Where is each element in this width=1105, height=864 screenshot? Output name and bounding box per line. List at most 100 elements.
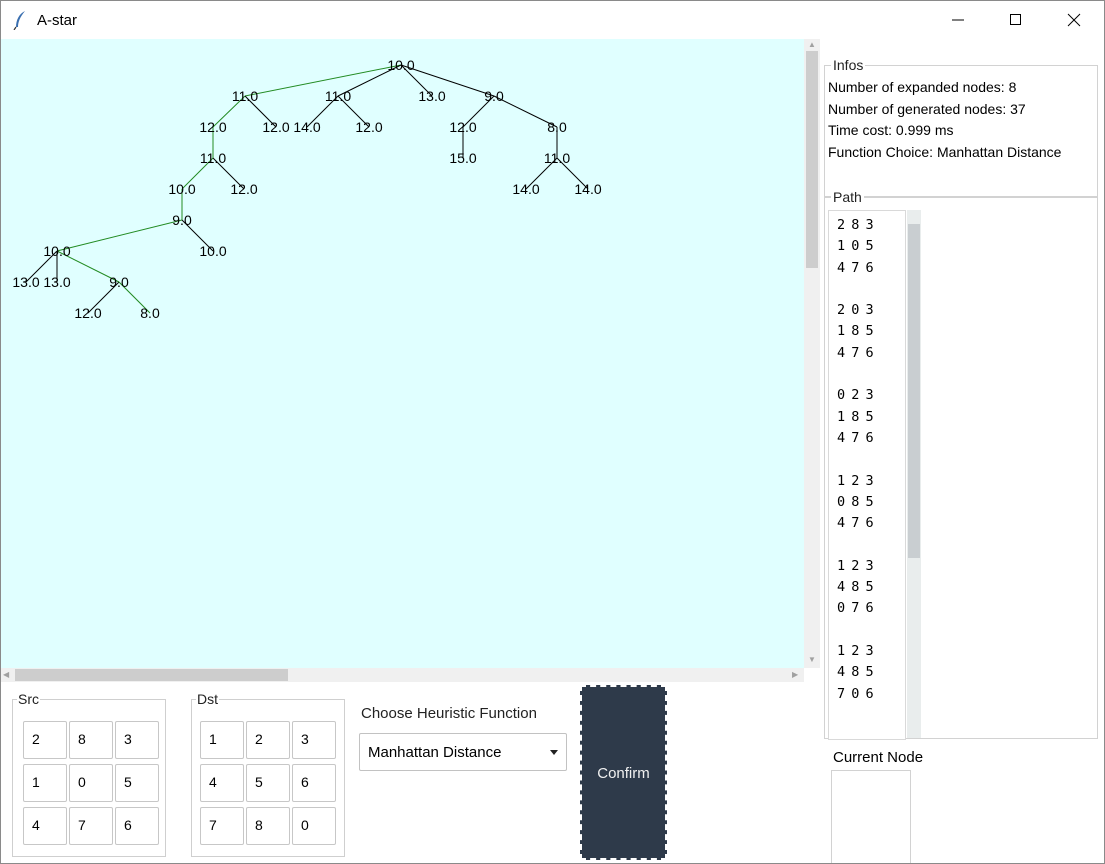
- src-cell[interactable]: 7: [69, 807, 113, 845]
- dst-cell[interactable]: 7: [200, 807, 244, 845]
- cell-value: 2: [32, 731, 40, 747]
- confirm-button[interactable]: Confirm: [580, 685, 667, 860]
- tree-edge: [400, 64, 495, 97]
- tree-edge: [87, 281, 120, 314]
- feather-icon: [13, 11, 25, 30]
- tree-node: 12.0: [449, 119, 476, 135]
- maximize-button[interactable]: [987, 1, 1045, 39]
- scrollbar-thumb[interactable]: [908, 224, 920, 558]
- heuristic-select[interactable]: Manhattan Distance: [359, 733, 567, 771]
- tree-node: 14.0: [512, 181, 539, 197]
- cell-value: 8: [255, 817, 263, 833]
- path-group: Path 2 8 3 1 0 5 4 7 6 2 0 3 1 8 5 4 7 6…: [824, 189, 1098, 740]
- tree-edge: [337, 95, 370, 128]
- src-legend: Src: [17, 691, 40, 707]
- cell-value: 0: [78, 774, 86, 790]
- tree-node: 14.0: [574, 181, 601, 197]
- tree-edge: [306, 95, 339, 128]
- tree-edge-path: [181, 157, 214, 190]
- src-cell[interactable]: 6: [115, 807, 159, 845]
- cell-value: 1: [32, 774, 40, 790]
- cell-value: 7: [78, 817, 86, 833]
- src-cell[interactable]: 4: [23, 807, 67, 845]
- function-choice-text: Function Choice: Manhattan Distance: [828, 144, 1062, 160]
- dst-cell[interactable]: 6: [292, 764, 336, 802]
- bottom-controls: Src 2 8 3 1 0 5 4 7 6 Dst 1 2 3 4 5 6 7 …: [1, 682, 821, 862]
- title-bar: A-star: [1, 1, 1104, 39]
- tree-node: 13.0: [418, 88, 445, 104]
- tree-edge-path: [212, 95, 246, 128]
- tree-edge: [493, 95, 558, 128]
- cell-value: 0: [301, 817, 309, 833]
- tree-node: 12.0: [262, 119, 289, 135]
- tree-edge-path: [56, 219, 183, 252]
- tree-edges: [25, 64, 589, 314]
- tree-edge: [212, 157, 245, 190]
- dst-cell[interactable]: 3: [292, 721, 336, 759]
- close-icon: [1067, 13, 1081, 27]
- scroll-right-icon[interactable]: ▶: [792, 670, 799, 679]
- dst-cell[interactable]: 0: [292, 807, 336, 845]
- path-scrollbar[interactable]: [907, 210, 921, 738]
- right-panel: Infos Number of expanded nodes: 8 Number…: [821, 39, 1103, 863]
- tree-node: 10.0: [387, 57, 414, 73]
- cell-value: 8: [78, 731, 86, 747]
- dst-cell[interactable]: 8: [246, 807, 290, 845]
- tree-node: 10.0: [199, 243, 226, 259]
- minimize-button[interactable]: [929, 1, 987, 39]
- cell-value: 1: [209, 731, 217, 747]
- tree-node: 12.0: [199, 119, 226, 135]
- tree-node: 11.0: [232, 88, 258, 104]
- scroll-down-icon[interactable]: ▼: [808, 655, 816, 664]
- tree-node: 9.0: [109, 274, 129, 290]
- scrollbar-thumb[interactable]: [15, 669, 288, 681]
- tree-node: 14.0: [293, 119, 320, 135]
- search-tree-canvas[interactable]: 10.0 11.0 11.0 13.0 9.0 12.0 12.0 14.0 1…: [1, 39, 804, 668]
- minimize-icon: [952, 19, 964, 21]
- confirm-label: Confirm: [597, 765, 650, 782]
- path-list[interactable]: 2 8 3 1 0 5 4 7 6 2 0 3 1 8 5 4 7 6 0 2 …: [828, 210, 906, 740]
- tree-edge: [244, 95, 277, 128]
- src-cell[interactable]: 1: [23, 764, 67, 802]
- cell-value: 5: [255, 774, 263, 790]
- cell-value: 4: [32, 817, 40, 833]
- tree-nodes: 10.0 11.0 11.0 13.0 9.0 12.0 12.0 14.0 1…: [12, 57, 601, 321]
- tree-edge-path: [244, 64, 402, 97]
- generated-nodes-text: Number of generated nodes: 37: [828, 101, 1026, 117]
- scroll-left-icon[interactable]: ◀: [3, 670, 10, 679]
- dst-group: Dst 1 2 3 4 5 6 7 8 0: [191, 691, 345, 857]
- scroll-up-icon[interactable]: ▲: [808, 40, 816, 49]
- tree-edge-path: [56, 250, 120, 283]
- cell-value: 4: [209, 774, 217, 790]
- infos-group: Infos Number of expanded nodes: 8 Number…: [824, 57, 1098, 197]
- cell-value: 7: [209, 817, 217, 833]
- tree-node: 13.0: [12, 274, 39, 290]
- tree-edge: [181, 219, 214, 252]
- dst-cell[interactable]: 2: [246, 721, 290, 759]
- tree-edge: [25, 250, 58, 283]
- src-cell[interactable]: 3: [115, 721, 159, 759]
- dst-cell[interactable]: 5: [246, 764, 290, 802]
- close-button[interactable]: [1045, 1, 1103, 39]
- dst-legend: Dst: [196, 691, 219, 707]
- tree-node: 11.0: [325, 88, 351, 104]
- infos-legend: Infos: [831, 57, 866, 73]
- src-cell[interactable]: 0: [69, 764, 113, 802]
- dst-cell[interactable]: 4: [200, 764, 244, 802]
- canvas-horizontal-scrollbar[interactable]: ◀ ▶: [1, 668, 804, 682]
- maximize-icon: [1010, 14, 1021, 25]
- window-title: A-star: [37, 12, 78, 29]
- tree-edge: [462, 95, 495, 128]
- path-states-text: 2 8 3 1 0 5 4 7 6 2 0 3 1 8 5 4 7 6 0 2 …: [837, 217, 874, 702]
- src-cell[interactable]: 5: [115, 764, 159, 802]
- canvas-vertical-scrollbar[interactable]: ▲ ▼: [804, 39, 820, 668]
- src-cell[interactable]: 2: [23, 721, 67, 759]
- expanded-nodes-text: Number of expanded nodes: 8: [828, 79, 1017, 95]
- heuristic-selected-value: Manhattan Distance: [368, 744, 502, 761]
- tree-node: 11.0: [200, 150, 226, 166]
- tree-node: 15.0: [449, 150, 476, 166]
- tree-node: 8.0: [547, 119, 567, 135]
- src-cell[interactable]: 8: [69, 721, 113, 759]
- dst-cell[interactable]: 1: [200, 721, 244, 759]
- scrollbar-thumb[interactable]: [806, 51, 818, 268]
